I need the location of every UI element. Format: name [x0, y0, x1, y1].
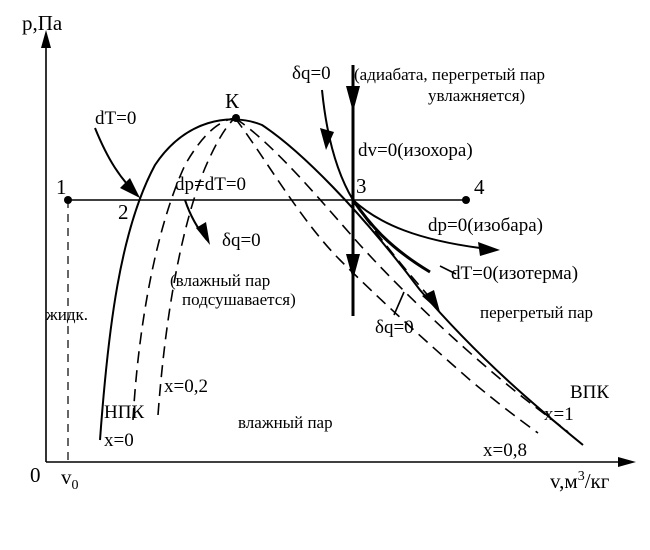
v0-main: v — [61, 465, 72, 489]
point-4-label: 4 — [474, 175, 485, 199]
saturation-curves — [99, 117, 584, 446]
point-2-label: 2 — [118, 200, 129, 224]
critical-point-marker — [232, 114, 240, 122]
quality-line-x02 — [132, 117, 236, 421]
dq-top-label: δq=0 — [292, 63, 331, 84]
origin-label: 0 — [30, 463, 41, 487]
isobar-arrowhead — [478, 242, 500, 256]
dq-left-label: δq=0 — [222, 230, 261, 251]
adiabat-top-arrowhead — [320, 128, 334, 150]
isochore-down-arrowhead — [346, 254, 360, 280]
dt-left-arrowhead — [120, 178, 140, 198]
isotherm-label: dT=0(изотерма) — [451, 263, 578, 284]
isobar-arrow-curve — [352, 199, 481, 249]
critical-point-label: К — [225, 89, 240, 113]
adiabat-top-curve — [321, 89, 354, 201]
isochore-up-arrowhead — [346, 86, 360, 112]
wet-note-1: (влажный пар — [170, 271, 270, 290]
v0-sub: 0 — [72, 478, 79, 493]
x-label-suffix: /кг — [585, 469, 610, 493]
wet-note-2: подсушавается) — [182, 290, 296, 309]
x-label-prefix: v,м — [550, 469, 578, 493]
x-axis-arrow — [618, 457, 636, 467]
x02-label: x=0,2 — [164, 376, 208, 397]
leader-dq-right — [393, 291, 405, 316]
leader-isotherm — [439, 265, 457, 275]
x-axis-label: v,м3/кг — [550, 469, 610, 493]
boundary-curve — [99, 118, 584, 446]
axes: p,Па 0 v0 v,м3/кг — [22, 11, 636, 493]
vpk-label: ВПК — [570, 382, 609, 403]
isobar-label: dp=0(изобара) — [428, 215, 543, 236]
y-axis-label: p,Па — [22, 11, 63, 35]
point-1-marker — [64, 196, 72, 204]
adiabat-note-1: (адиабата, перегретый пар — [354, 65, 545, 84]
dt-left-label: dT=0 — [95, 108, 136, 129]
quality-line-x08 — [234, 117, 539, 434]
superheated-region-label: перегретый пар — [480, 303, 593, 322]
liquid-region-label: жидк. — [45, 305, 88, 324]
adiabat-right-arrowhead — [422, 290, 440, 312]
dq-left-arrowhead — [196, 222, 210, 245]
npk-label: НПК — [104, 402, 144, 423]
adiabat-right-curve — [352, 199, 433, 301]
x1-label: x=1 — [544, 404, 574, 425]
x08-label: x=0,8 — [483, 440, 527, 461]
dq-right-label: δq=0 — [375, 317, 414, 338]
x-label-sup: 3 — [578, 469, 585, 484]
adiabat-note-2: увлажняется) — [428, 86, 525, 105]
wet-steam-region-label: влажный пар — [238, 413, 333, 432]
y-axis-arrow — [41, 30, 51, 48]
quality-line-left-2 — [157, 117, 236, 416]
point-4-marker — [462, 196, 470, 204]
isochore-label: dv=0(изохора) — [358, 140, 473, 161]
dp-dt-label: dp=dT=0 — [175, 174, 246, 195]
point-3-label: 3 — [356, 174, 367, 198]
v0-label: v0 — [61, 465, 79, 493]
x0-label: x=0 — [104, 430, 134, 451]
point-1-label: 1 — [56, 175, 67, 199]
